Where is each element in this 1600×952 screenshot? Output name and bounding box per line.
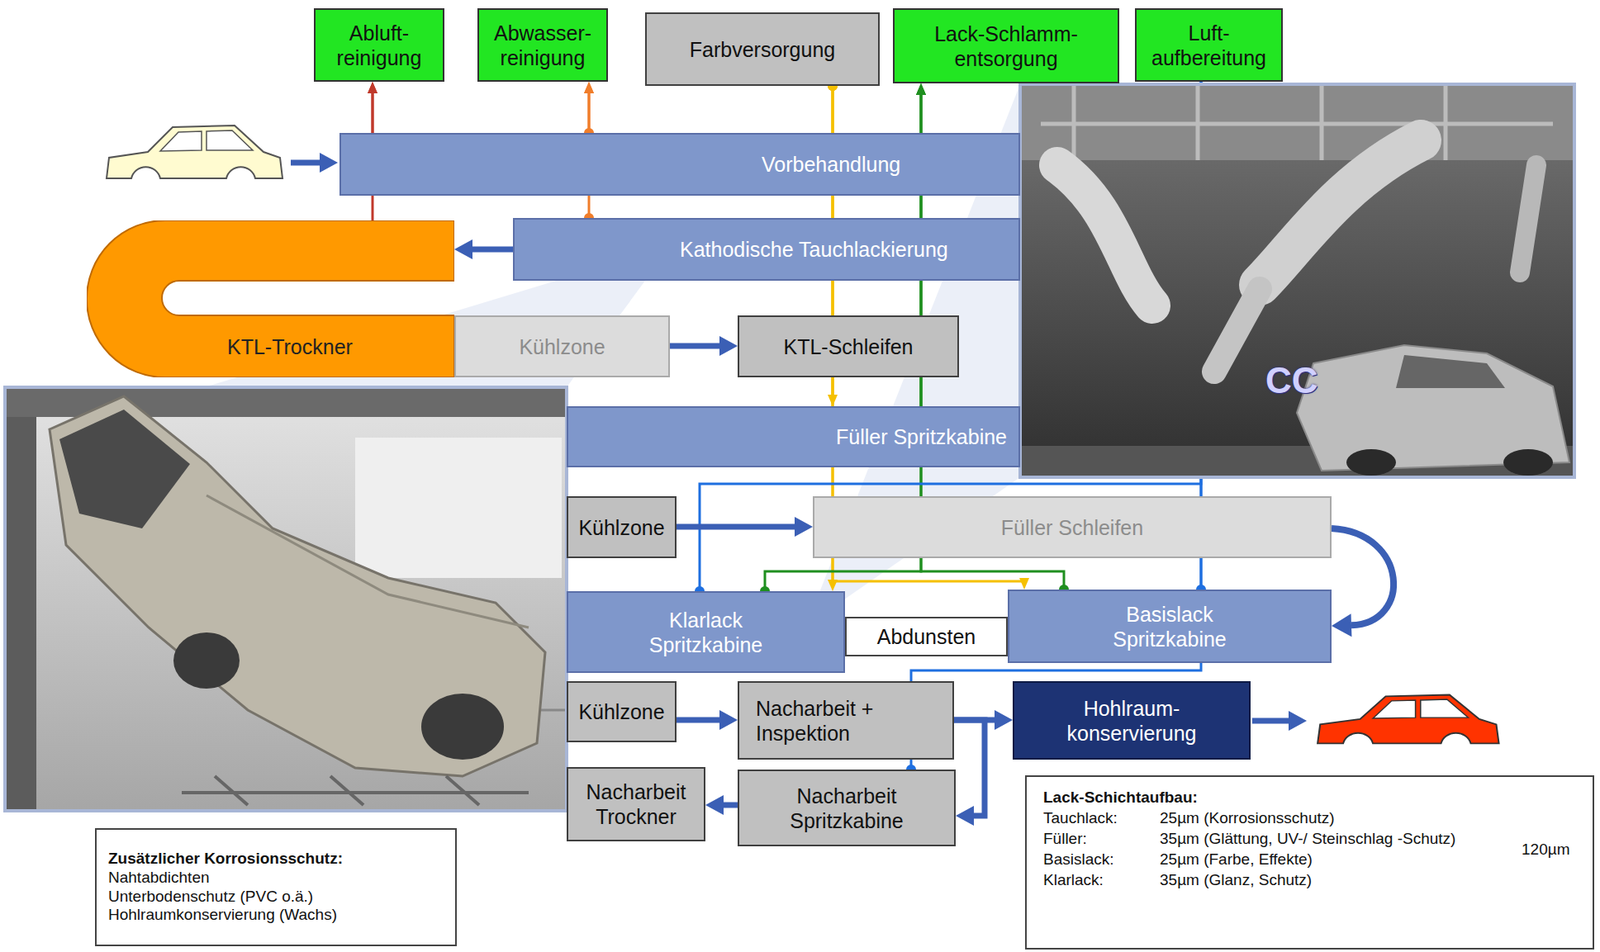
process-box: Abluft- reinigung bbox=[313, 8, 445, 82]
node-text: Nahtabdichten bbox=[108, 868, 210, 888]
node-label: Abwasser- reinigung bbox=[489, 20, 597, 71]
connector bbox=[1331, 528, 1394, 637]
process-box: Nacharbeit Trockner bbox=[566, 767, 706, 842]
node-text: Basislack: bbox=[1043, 849, 1115, 870]
note-box: Zusätzlicher Korrosionsschutz:Nahtabdich… bbox=[94, 828, 457, 947]
arrowhead bbox=[955, 806, 974, 827]
node-text: Unterbodenschutz (PVC o.ä.) bbox=[108, 887, 314, 907]
connector bbox=[705, 795, 738, 816]
node-text: 120µm bbox=[1465, 839, 1570, 860]
robot-photo bbox=[1020, 84, 1575, 478]
node-label: Hohlraum- konservierung bbox=[1040, 696, 1223, 746]
oven-shape: KTL-Trockner bbox=[86, 220, 455, 378]
node-label: Kühlzone bbox=[518, 334, 605, 360]
node-label: Füller Spritzkabine bbox=[835, 424, 1007, 450]
connector-line bbox=[676, 717, 720, 724]
arrowhead bbox=[454, 239, 473, 260]
arrowhead bbox=[1019, 578, 1030, 590]
connector bbox=[454, 239, 513, 260]
process-band: Füller Spritzkabine bbox=[566, 406, 1021, 468]
process-box: Kühlzone bbox=[566, 681, 677, 743]
node-label: Nacharbeit Trockner bbox=[574, 779, 698, 830]
arrowhead bbox=[794, 517, 813, 537]
process-box: Füller Schleifen bbox=[812, 496, 1332, 559]
process-box: Abwasser- reinigung bbox=[477, 8, 608, 82]
node-label: Farbversorgung bbox=[689, 37, 836, 62]
flow-arrow bbox=[1252, 711, 1307, 732]
node-text: Tauchlack: bbox=[1043, 807, 1118, 829]
arrowhead bbox=[916, 83, 926, 95]
node-text: Klarlack: bbox=[1043, 869, 1104, 891]
node-label: Nacharbeit + Inspektion bbox=[755, 696, 913, 746]
node-label: Füller Schleifen bbox=[1001, 515, 1144, 541]
node-label: Zusätzlicher Korrosionsschutz: bbox=[108, 849, 343, 869]
arrowhead bbox=[583, 81, 594, 94]
flow-arrow bbox=[290, 152, 338, 173]
process-band: Klarlack Spritzkabine bbox=[566, 591, 846, 674]
connector bbox=[669, 336, 738, 357]
node-label: KTL-Trockner bbox=[227, 334, 353, 360]
node-text: 35µm (Glanz, Schutz) bbox=[1159, 869, 1312, 891]
node-text: 25µm (Korrosionsschutz) bbox=[1159, 807, 1335, 829]
node-text: Hohlraumkonservierung (Wachs) bbox=[108, 906, 338, 926]
process-box: Hohlraum- konservierung bbox=[1012, 681, 1251, 760]
process-box: Kühlzone bbox=[454, 315, 670, 378]
connector-line bbox=[472, 246, 513, 253]
connector bbox=[954, 720, 985, 827]
car-icon bbox=[106, 125, 283, 179]
node-text: 25µm (Farbe, Effekte) bbox=[1159, 849, 1313, 870]
node-label: Nacharbeit Spritzkabine bbox=[755, 783, 938, 834]
node-text: 35µm (Glättung, UV-/ Steinschlag -Schutz… bbox=[1159, 828, 1456, 850]
node-label: Lack-Schlamm- entsorgung bbox=[923, 21, 1089, 72]
process-band: Vorbehandlung bbox=[339, 132, 1021, 196]
arrowhead bbox=[719, 336, 738, 357]
node-label: KTL-Schleifen bbox=[783, 334, 913, 360]
factory-photo bbox=[4, 387, 567, 812]
arrowhead bbox=[1331, 613, 1352, 637]
process-box: Nacharbeit Spritzkabine bbox=[737, 769, 956, 847]
node-label: Kühlzone bbox=[578, 699, 665, 725]
connector-line bbox=[676, 524, 795, 531]
process-box: KTL-Schleifen bbox=[737, 315, 960, 378]
process-box: Nacharbeit + Inspektion bbox=[737, 681, 955, 760]
process-box: Kühlzone bbox=[566, 496, 677, 559]
node-label: Lack-Schichtaufbau: bbox=[1043, 787, 1198, 808]
process-band: Basislack Spritzkabine bbox=[1007, 589, 1332, 664]
connector-line bbox=[1331, 528, 1394, 626]
connector-line bbox=[723, 802, 738, 809]
arrowhead bbox=[719, 710, 738, 731]
label-holder: CC bbox=[1265, 360, 1319, 402]
layer-table: Lack-Schichtaufbau:Tauchlack: 25µm (Korro… bbox=[1025, 775, 1595, 950]
car-icon bbox=[1317, 695, 1499, 745]
connector-line bbox=[954, 720, 985, 817]
oven-path bbox=[86, 220, 455, 378]
node-label: Kühlzone bbox=[578, 515, 665, 541]
node-label: Kathodische Tauchlackierung bbox=[679, 237, 949, 262]
node-label: Basislack Spritzkabine bbox=[1070, 602, 1269, 652]
process-box: Lack-Schlamm- entsorgung bbox=[892, 8, 1120, 84]
arrowhead bbox=[367, 81, 378, 94]
node-label: Luft- aufbereitung bbox=[1147, 20, 1272, 71]
process-box: Farbversorgung bbox=[645, 12, 880, 86]
node-label: Vorbehandlung bbox=[761, 151, 901, 177]
connector bbox=[676, 710, 738, 731]
arrowhead bbox=[994, 710, 1013, 731]
connector bbox=[676, 517, 813, 537]
process-box: Abdunsten bbox=[845, 617, 1008, 657]
node-label: Abluft- reinigung bbox=[325, 20, 433, 71]
node-text: Füller: bbox=[1043, 828, 1088, 850]
arrowhead bbox=[583, 81, 594, 94]
connector-line bbox=[669, 343, 720, 350]
process-box: Luft- aufbereitung bbox=[1134, 8, 1283, 82]
arrowhead bbox=[705, 795, 724, 816]
node-label: Klarlack Spritzkabine bbox=[611, 607, 802, 658]
node-label: Abdunsten bbox=[877, 624, 977, 650]
process-band: Kathodische Tauchlackierung bbox=[512, 218, 1021, 281]
watermark: CC bbox=[1265, 360, 1319, 402]
arrowhead bbox=[367, 81, 378, 94]
arrowhead bbox=[916, 83, 926, 95]
arrowhead bbox=[916, 83, 926, 95]
